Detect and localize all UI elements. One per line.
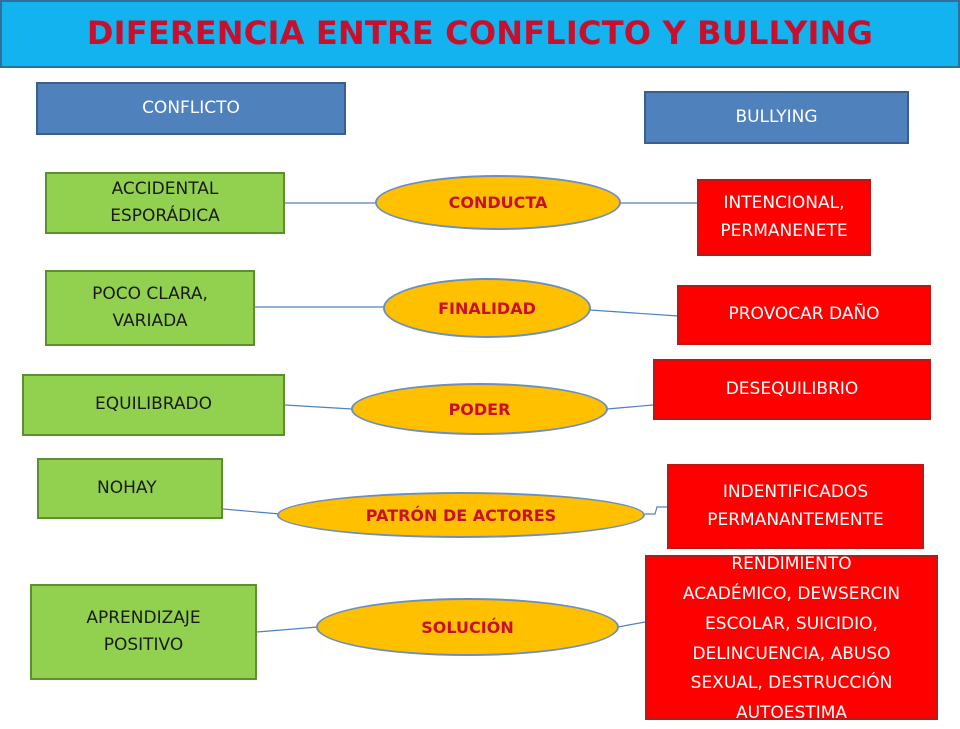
connector-solucion-left — [256, 626, 319, 633]
connector-solucion-right — [617, 621, 646, 628]
bullying-finalidad: PROVOCAR DAÑO — [677, 285, 931, 345]
bullying-patron: INDENTIFICADOS PERMANANTEMENTE — [667, 464, 924, 549]
criterion-solucion-label: SOLUCIÓN — [421, 617, 514, 637]
criterion-conducta-label: CONDUCTA — [448, 193, 548, 212]
conflicto-solucion: APRENDIZAJE POSITIVO — [30, 584, 257, 680]
conflicto-poder-label: EQUILIBRADO — [95, 394, 212, 415]
criterion-patron-de-actores: PATRÓN DE ACTORES — [277, 492, 645, 538]
connector-poder-left — [284, 404, 353, 410]
conflicto-poder: EQUILIBRADO — [22, 374, 285, 436]
criterion-poder-label: PODER — [448, 399, 511, 419]
criterion-conducta: CONDUCTA — [375, 175, 621, 230]
header-conflicto: CONFLICTO — [36, 82, 346, 135]
bullying-patron-label: INDENTIFICADOS PERMANANTEMENTE — [707, 482, 884, 530]
bullying-solucion-label: RENDIMIENTO ACADÉMICO, DEWSERCIN ESCOLAR… — [682, 554, 901, 723]
bullying-poder: DESEQUILIBRIO — [653, 359, 931, 420]
criterion-patron-de-actores-label: PATRÓN DE ACTORES — [365, 505, 557, 525]
connector-finalidad-right — [589, 309, 679, 317]
criterion-poder: PODER — [351, 383, 608, 435]
header-bullying: BULLYING — [644, 91, 909, 144]
connector-poder-right — [606, 404, 654, 410]
criterion-solucion: SOLUCIÓN — [316, 598, 619, 656]
criterion-finalidad: FINALIDAD — [383, 278, 591, 338]
conflicto-finalidad-label: POCO CLARA, VARIADA — [92, 283, 208, 331]
conflicto-conducta-label: ACCIDENTAL ESPORÁDICA — [110, 178, 220, 226]
page-title: DIFERENCIA ENTRE CONFLICTO Y BULLYING — [0, 0, 960, 68]
connector-patron-left — [222, 508, 281, 515]
bullying-poder-label: DESEQUILIBRIO — [725, 378, 859, 399]
criterion-finalidad-label: FINALIDAD — [438, 298, 536, 318]
bullying-solucion: RENDIMIENTO ACADÉMICO, DEWSERCIN ESCOLAR… — [645, 554, 938, 723]
conflicto-patron-label: NOHAY — [97, 477, 157, 498]
bullying-finalidad-label: PROVOCAR DAÑO — [728, 304, 880, 325]
conflicto-patron: NOHAY — [37, 458, 223, 519]
bullying-conducta: INTENCIONAL, PERMANENETE — [697, 179, 871, 256]
conflicto-finalidad: POCO CLARA, VARIADA — [45, 270, 255, 346]
conflicto-conducta: ACCIDENTAL ESPORÁDICA — [45, 172, 285, 234]
connector-patron-right — [645, 506, 668, 515]
conflicto-solucion-label: APRENDIZAJE POSITIVO — [86, 607, 201, 655]
bullying-conducta-label: INTENCIONAL, PERMANENETE — [720, 193, 848, 241]
